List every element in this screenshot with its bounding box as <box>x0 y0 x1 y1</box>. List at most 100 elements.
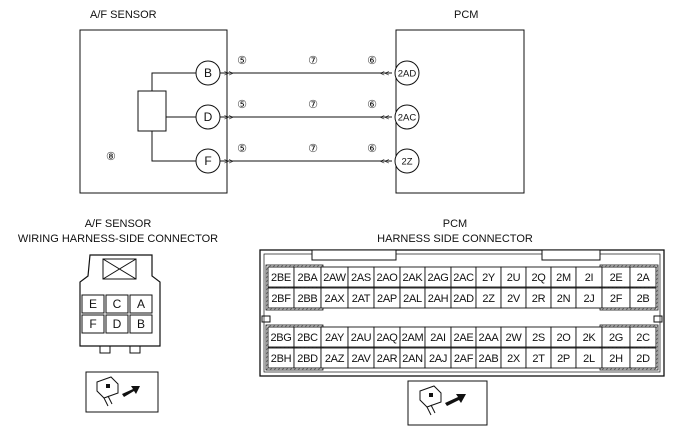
pcm-upper-pin-label: 2A <box>637 272 651 284</box>
pcm-terminal <box>394 148 420 174</box>
pcm-lower-pin-label: 2AM <box>402 332 424 344</box>
ref-right: ⑥ <box>367 99 377 111</box>
af-pin-cell <box>81 294 105 314</box>
pcm-lower-pin-label: 2D <box>636 353 650 365</box>
pcm-upper-pin-label: 2AS <box>351 272 371 284</box>
pcm-upper-pin-label: 2AO <box>376 272 398 284</box>
af-pin-label: B <box>137 317 145 331</box>
af-connector-face: E C A F D B <box>79 254 161 354</box>
pcm-upper-pin-label: 2BE <box>271 272 291 284</box>
af-pin-label: E <box>89 297 97 311</box>
af-connector-title-2: WIRING HARNESS-SIDE CONNECTOR <box>18 233 218 245</box>
pcm-connector-title-1: PCM <box>443 218 467 230</box>
pcm-upper-pin-label: 2AD <box>453 293 474 305</box>
pcm-pin-label: 2Z <box>401 157 412 168</box>
pcm-lower-pin-label: 2P <box>557 353 570 365</box>
pcm-lower-pin-label: 2AR <box>377 353 398 365</box>
pcm-pin-label: 2AD <box>398 69 417 80</box>
pcm-upper-pin-label: 2AT <box>352 293 371 305</box>
pcm-lower-pin-label: 2BD <box>297 353 318 365</box>
pcm-terminal <box>394 60 420 86</box>
af-pin-label: A <box>137 297 145 311</box>
af-pin-cell <box>81 314 105 334</box>
ref-left: ⑤ <box>237 99 247 111</box>
pcm-terminal <box>394 104 420 130</box>
connector-arrow: << <box>380 69 390 78</box>
connector-arrow: >> <box>224 113 234 122</box>
pcm-upper-pin-label: 2M <box>556 272 571 284</box>
pcm-lower-pin-label: 2AU <box>351 332 372 344</box>
af-pin-label: D <box>113 317 122 331</box>
ref-left: ⑤ <box>237 55 247 67</box>
pcm-upper-pin-label: 2AL <box>403 293 422 305</box>
pcm-upper-pin-label: 2N <box>557 293 571 305</box>
pcm-upper-pin-label: 2AC <box>453 272 474 284</box>
pcm-lower-pin-label: 2T <box>532 353 545 365</box>
pcm-connector-title-2: HARNESS SIDE CONNECTOR <box>377 233 533 245</box>
element-ref-number: ⑧ <box>106 151 116 163</box>
pcm-upper-pin-label: 2BF <box>271 293 291 305</box>
pcm-lower-pin-label: 2AI <box>430 332 446 344</box>
pcm-upper-pin-label: 2AK <box>403 272 424 284</box>
ref-mid: ⑦ <box>308 143 318 155</box>
ref-mid: ⑦ <box>308 55 318 67</box>
sensor-element <box>137 90 167 132</box>
connector-arrow: << <box>380 157 390 166</box>
ref-right: ⑥ <box>367 55 377 67</box>
pcm-upper-pin-label: 2AX <box>325 293 346 305</box>
pcm-lower-cell <box>629 347 657 369</box>
af-pin-label: C <box>113 297 122 311</box>
pcm-lower-pin-label: 2W <box>506 332 523 344</box>
pcm-lower-pin-label: 2AN <box>402 353 423 365</box>
pcm-upper-pin-label: 2Q <box>531 272 546 284</box>
pcm-lower-pin-label: 2BH <box>271 353 292 365</box>
pcm-connector-view-icon <box>407 380 488 426</box>
pcm-upper-pin-label: 2U <box>507 272 521 284</box>
pcm-upper-pin-label: 2R <box>532 293 546 305</box>
pcm-lower-pin-label: 2AJ <box>429 353 447 365</box>
af-connector-view-icon <box>85 371 159 413</box>
af-pin-cell <box>129 314 153 334</box>
af-pin-label: F <box>89 317 96 331</box>
pcm-lower-pin-label: 2BG <box>270 332 291 344</box>
ref-right: ⑥ <box>367 143 377 155</box>
pcm-lower-pin-label: 2O <box>556 332 571 344</box>
af-pin-cell <box>129 294 153 314</box>
pcm-upper-pin-label: 2BA <box>298 272 319 284</box>
pcm-upper-pin-label: 2AP <box>377 293 397 305</box>
af-connector-title-1: A/F SENSOR <box>85 218 152 230</box>
pcm-lower-cell <box>629 326 657 348</box>
pcm-lower-pin-label: 2AQ <box>376 332 398 344</box>
ref-left: ⑤ <box>237 143 247 155</box>
pcm-lower-pin-label: 2AV <box>351 353 371 365</box>
pcm-lower-pin-label: 2BC <box>297 332 318 344</box>
pcm-pin-label: 2AC <box>398 113 417 124</box>
connector-arrow: >> <box>224 69 234 78</box>
sensor-element-wiring <box>151 72 197 162</box>
af-sensor-box <box>79 29 228 194</box>
pcm-upper-pin-label: 2AH <box>428 293 449 305</box>
pcm-lower-pin-label: 2H <box>609 353 623 365</box>
pcm-lower-pin-label: 2AA <box>479 332 500 344</box>
sensor-pin-label: F <box>204 154 211 168</box>
pcm-upper-pin-label: 2F <box>610 293 623 305</box>
pcm-lower-pin-label: 2AE <box>454 332 474 344</box>
pcm-upper-pin-label: 2V <box>507 293 521 305</box>
pcm-lower-pin-label: 2AY <box>325 332 345 344</box>
af-pin-cell <box>105 314 129 334</box>
sensor-terminal <box>195 60 221 86</box>
pcm-lower-pin-label: 2K <box>583 332 597 344</box>
pcm-lower-pin-label: 2AZ <box>325 353 345 365</box>
pcm-upper-pin-label: 2BB <box>298 293 318 305</box>
pcm-lower-pin-label: 2X <box>507 353 521 365</box>
connector-arrow: << <box>380 113 390 122</box>
pcm-upper-pin-label: 2E <box>610 272 623 284</box>
sensor-terminal <box>195 104 221 130</box>
pcm-upper-pin-label: 2J <box>583 293 594 305</box>
pcm-upper-pin-label: 2AW <box>323 272 346 284</box>
pcm-upper-pin-label: 2B <box>637 293 650 305</box>
